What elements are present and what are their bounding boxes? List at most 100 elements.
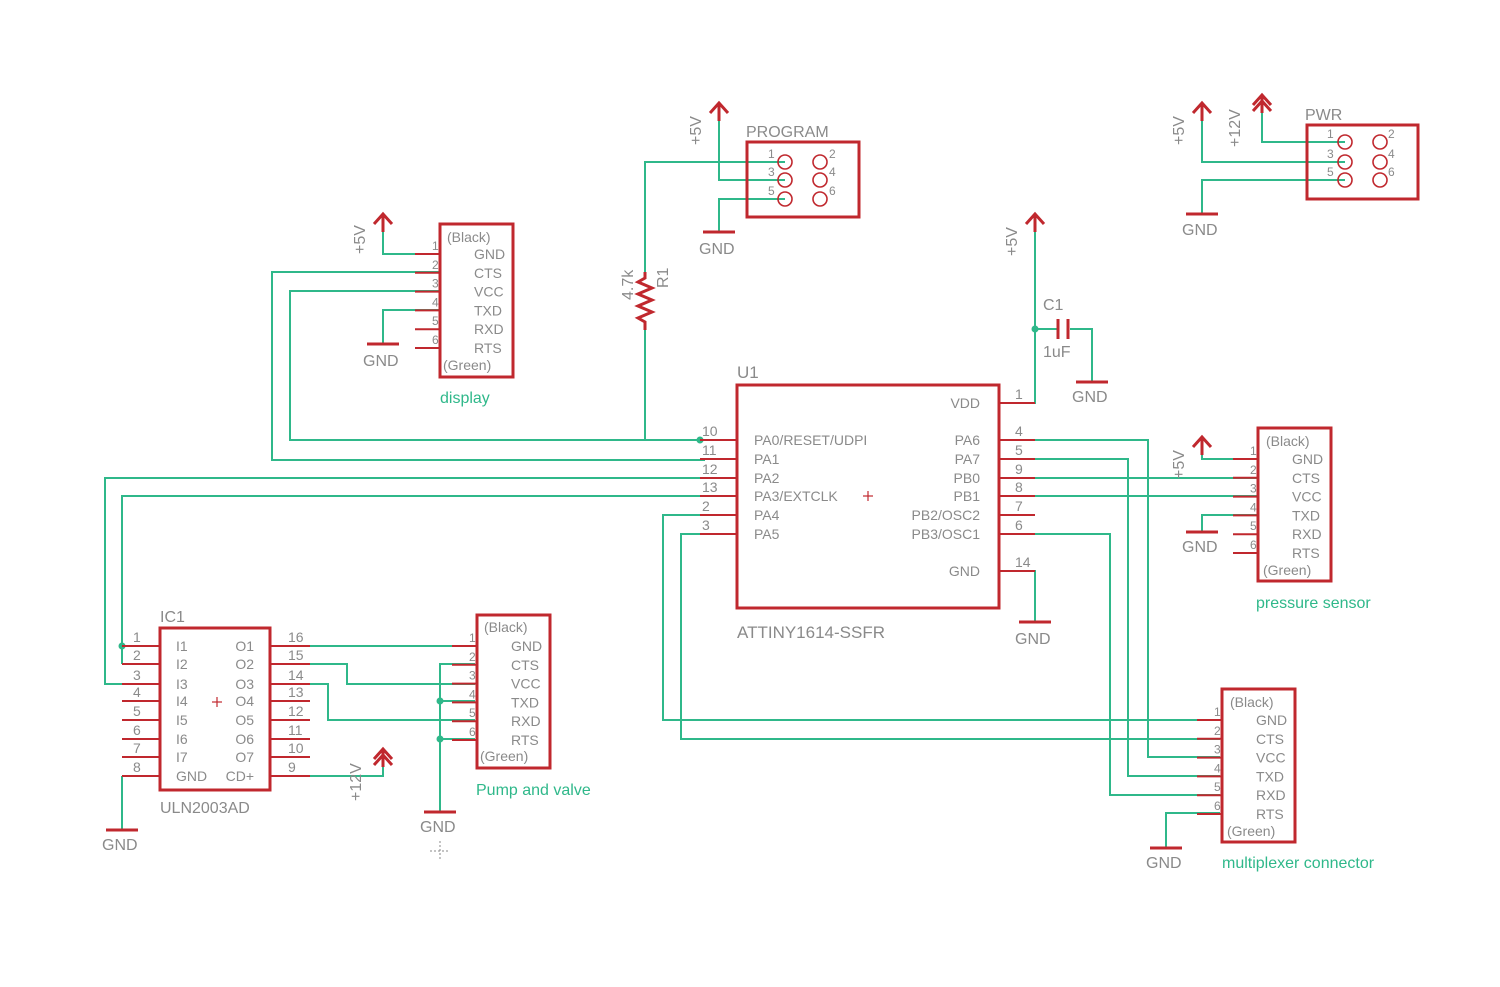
pin-number: 10 (288, 740, 304, 756)
pin-label: PA6 (955, 432, 981, 448)
ic1-pin: 4I4 (122, 684, 188, 709)
pin-number: 5 (469, 706, 476, 720)
vcc-5v-symbol: +5V (1171, 100, 1213, 145)
pin-number: 5 (1250, 519, 1257, 533)
pin-number: 9 (1015, 461, 1023, 477)
u1-value: ATTINY1614-SSFR (737, 623, 885, 642)
pin-number: 1 (1015, 386, 1023, 402)
pin-number: 1 (133, 629, 141, 645)
pin-number: 6 (133, 722, 141, 738)
net-vdd (1000, 232, 1036, 404)
net-pwr-gnd (1201, 179, 1345, 214)
u1-name: U1 (737, 363, 759, 382)
pin-number: 8 (133, 759, 141, 775)
pwr-name: PWR (1305, 107, 1342, 124)
svg-text:4.7k: 4.7k (620, 269, 637, 300)
gnd-symbol: GND (699, 230, 735, 258)
gnd-symbol: GND (1015, 620, 1051, 648)
pin-number: 2 (432, 258, 439, 272)
svg-text:4: 4 (829, 165, 836, 179)
net-o3-pump-rxd (310, 683, 475, 721)
connector-bottom-label: (Green) (1263, 562, 1311, 578)
vcc-5v-symbol: +5V (1004, 211, 1046, 256)
pin-number: 3 (469, 669, 476, 683)
net-display-vcc-pa0 (289, 290, 705, 441)
pin-label: I3 (176, 676, 188, 692)
pin-label: PA1 (754, 451, 780, 467)
pin-label: GND (474, 246, 505, 262)
connector-bottom-label: (Green) (1227, 823, 1275, 839)
connector-bottom-label: (Green) (480, 748, 528, 764)
pin-number: 2 (469, 650, 476, 664)
pin-number: 7 (1015, 498, 1023, 514)
pin-number: 6 (1214, 799, 1221, 813)
u1-chip: U1 ATTINY1614-SSFR 10PA0/RESET/UDPI11PA1… (700, 363, 1035, 642)
pin-number: 6 (469, 725, 476, 739)
pin-number: 1 (469, 631, 476, 645)
header-pins: 1 2 3 4 5 6 (768, 147, 836, 207)
pin-label: O6 (235, 731, 254, 747)
pin-label: CD+ (226, 768, 254, 784)
connector-top-label: (Black) (447, 229, 491, 245)
resistor-r1: 4.7k R1 (620, 267, 672, 330)
pin-number: 4 (1214, 761, 1221, 775)
pin-label: TXD (511, 694, 539, 710)
net-pwr-12v (1261, 113, 1345, 143)
vcc-5v-symbol: +5V (688, 100, 730, 145)
svg-text:GND: GND (1072, 389, 1108, 406)
svg-text:+5V: +5V (352, 225, 369, 254)
pin-number: 14 (1015, 554, 1031, 570)
ic1-name: IC1 (160, 609, 185, 626)
net-display-cts-pa1 (271, 271, 705, 461)
pin-label: VCC (474, 284, 504, 300)
pin-label: PB0 (954, 470, 981, 486)
pin-number: 5 (1214, 780, 1221, 794)
pin-number: 11 (702, 442, 717, 458)
net-pa5-mux-cts (680, 533, 1220, 740)
svg-text:GND: GND (1015, 631, 1051, 648)
pin-number: 6 (1015, 517, 1023, 533)
svg-text:+5V: +5V (1004, 227, 1021, 256)
pin-number: 2 (1214, 724, 1221, 738)
net-mux-rts-gnd (1165, 812, 1220, 848)
pin-number: 16 (288, 629, 304, 645)
pin-label: TXD (1256, 768, 1284, 784)
pin-number: 4 (469, 687, 476, 701)
pin-label: O2 (235, 656, 254, 672)
pin-number: 9 (288, 759, 296, 775)
pin-label: GND (1292, 451, 1323, 467)
pin-number: 1 (1214, 705, 1221, 719)
pin-label: O4 (235, 693, 254, 709)
svg-text:6: 6 (829, 184, 836, 198)
ic1-pin: 6I6 (122, 722, 188, 747)
vcc-12v-symbol: +12V (348, 746, 394, 801)
pump-valve-label: Pump and valve (476, 782, 591, 799)
pin-label: TXD (1292, 507, 1320, 523)
svg-text:3: 3 (1327, 147, 1334, 161)
svg-text:5: 5 (768, 184, 775, 198)
pin-number: 6 (1250, 538, 1257, 552)
ic1-pin: 7I7 (122, 740, 188, 765)
junction-c1 (1031, 325, 1039, 333)
svg-text:2: 2 (829, 147, 836, 161)
gnd-symbol: GND (102, 828, 138, 854)
